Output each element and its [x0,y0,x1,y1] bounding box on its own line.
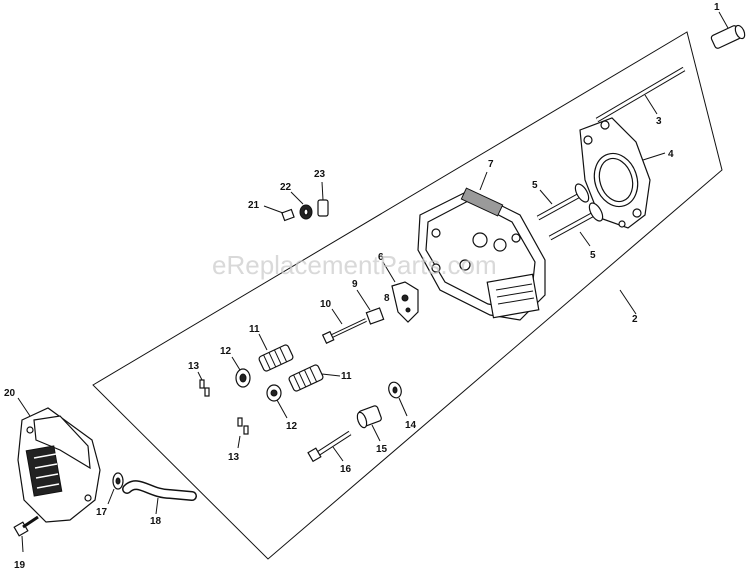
part-16-stud [307,430,352,463]
callout-labels: 1 2 3 4 5 5 6 7 8 9 10 11 11 12 12 13 13… [4,2,720,571]
callout-13a: 13 [188,361,200,372]
part-3-push-rod [595,66,686,123]
callout-7: 7 [488,159,494,170]
part-14-nut [388,381,408,417]
part-15-guide [356,405,382,442]
callout-11b: 11 [341,371,352,382]
part-10-bolt [321,308,367,345]
part-11-springs [258,333,341,392]
callout-10: 10 [320,299,332,310]
part-21-screw [263,205,295,222]
callout-2: 2 [632,314,638,325]
callout-8: 8 [384,293,390,304]
callout-11a: 11 [249,324,260,335]
callout-12a: 12 [220,346,232,357]
part-4-gasket [579,117,666,229]
leader-2 [619,289,637,315]
part-9-pivot [356,289,385,325]
part-1-cap [710,11,746,49]
callout-20: 20 [4,388,16,399]
callout-23: 23 [314,169,326,180]
callout-5a: 5 [532,180,538,191]
part-18-hose [122,480,197,515]
callout-16: 16 [340,464,352,475]
callout-12b: 12 [286,421,298,432]
callout-17: 17 [96,507,108,518]
assembly-outline [92,31,723,560]
callout-4: 4 [668,149,674,160]
callout-19: 19 [14,560,26,571]
part-23-pin [317,181,329,217]
part-22-washer [290,191,313,220]
part-20-valve-cover [17,397,101,523]
part-8-rocker-arm [382,261,419,323]
callout-9: 9 [352,279,358,290]
part-19-screw [13,515,39,553]
callout-6: 6 [378,252,384,263]
callout-5b: 5 [590,250,596,261]
callout-14: 14 [405,420,417,431]
part-5-valves [536,183,604,247]
callout-1: 1 [714,2,720,13]
callout-3: 3 [656,116,662,127]
callout-21: 21 [248,200,260,211]
callout-15: 15 [376,444,388,455]
part-13-keepers [197,371,249,449]
part-12-retainers [231,356,288,419]
part-17-fitting [107,472,124,505]
watermark: eReplacementParts.com [212,250,497,280]
callout-13b: 13 [228,452,240,463]
callout-22: 22 [280,182,292,193]
part-7-cylinder-head [417,171,546,321]
callout-18: 18 [150,516,162,527]
